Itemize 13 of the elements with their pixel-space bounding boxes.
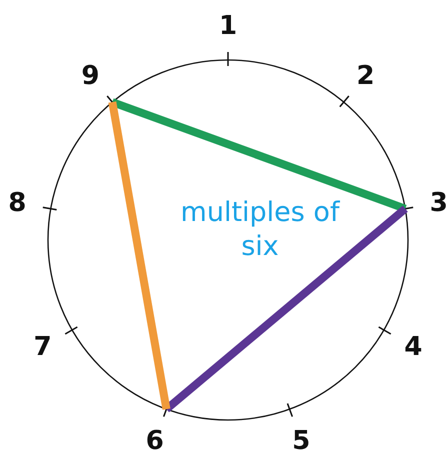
- clock-number: 7: [34, 333, 52, 361]
- clock-number: 9: [81, 62, 100, 90]
- clock-number: 5: [292, 427, 310, 456]
- clock-number: 6: [146, 427, 164, 456]
- chord-line: [108, 101, 170, 410]
- chord-line: [164, 206, 408, 412]
- clock-number: 1: [218, 12, 238, 40]
- clock-number: 8: [8, 188, 26, 217]
- center-caption: multiples of six: [180, 196, 341, 264]
- clock-number: 3: [430, 188, 446, 217]
- chord-line: [110, 98, 407, 212]
- clock-number: 2: [356, 62, 375, 90]
- clock-number: 4: [404, 333, 422, 361]
